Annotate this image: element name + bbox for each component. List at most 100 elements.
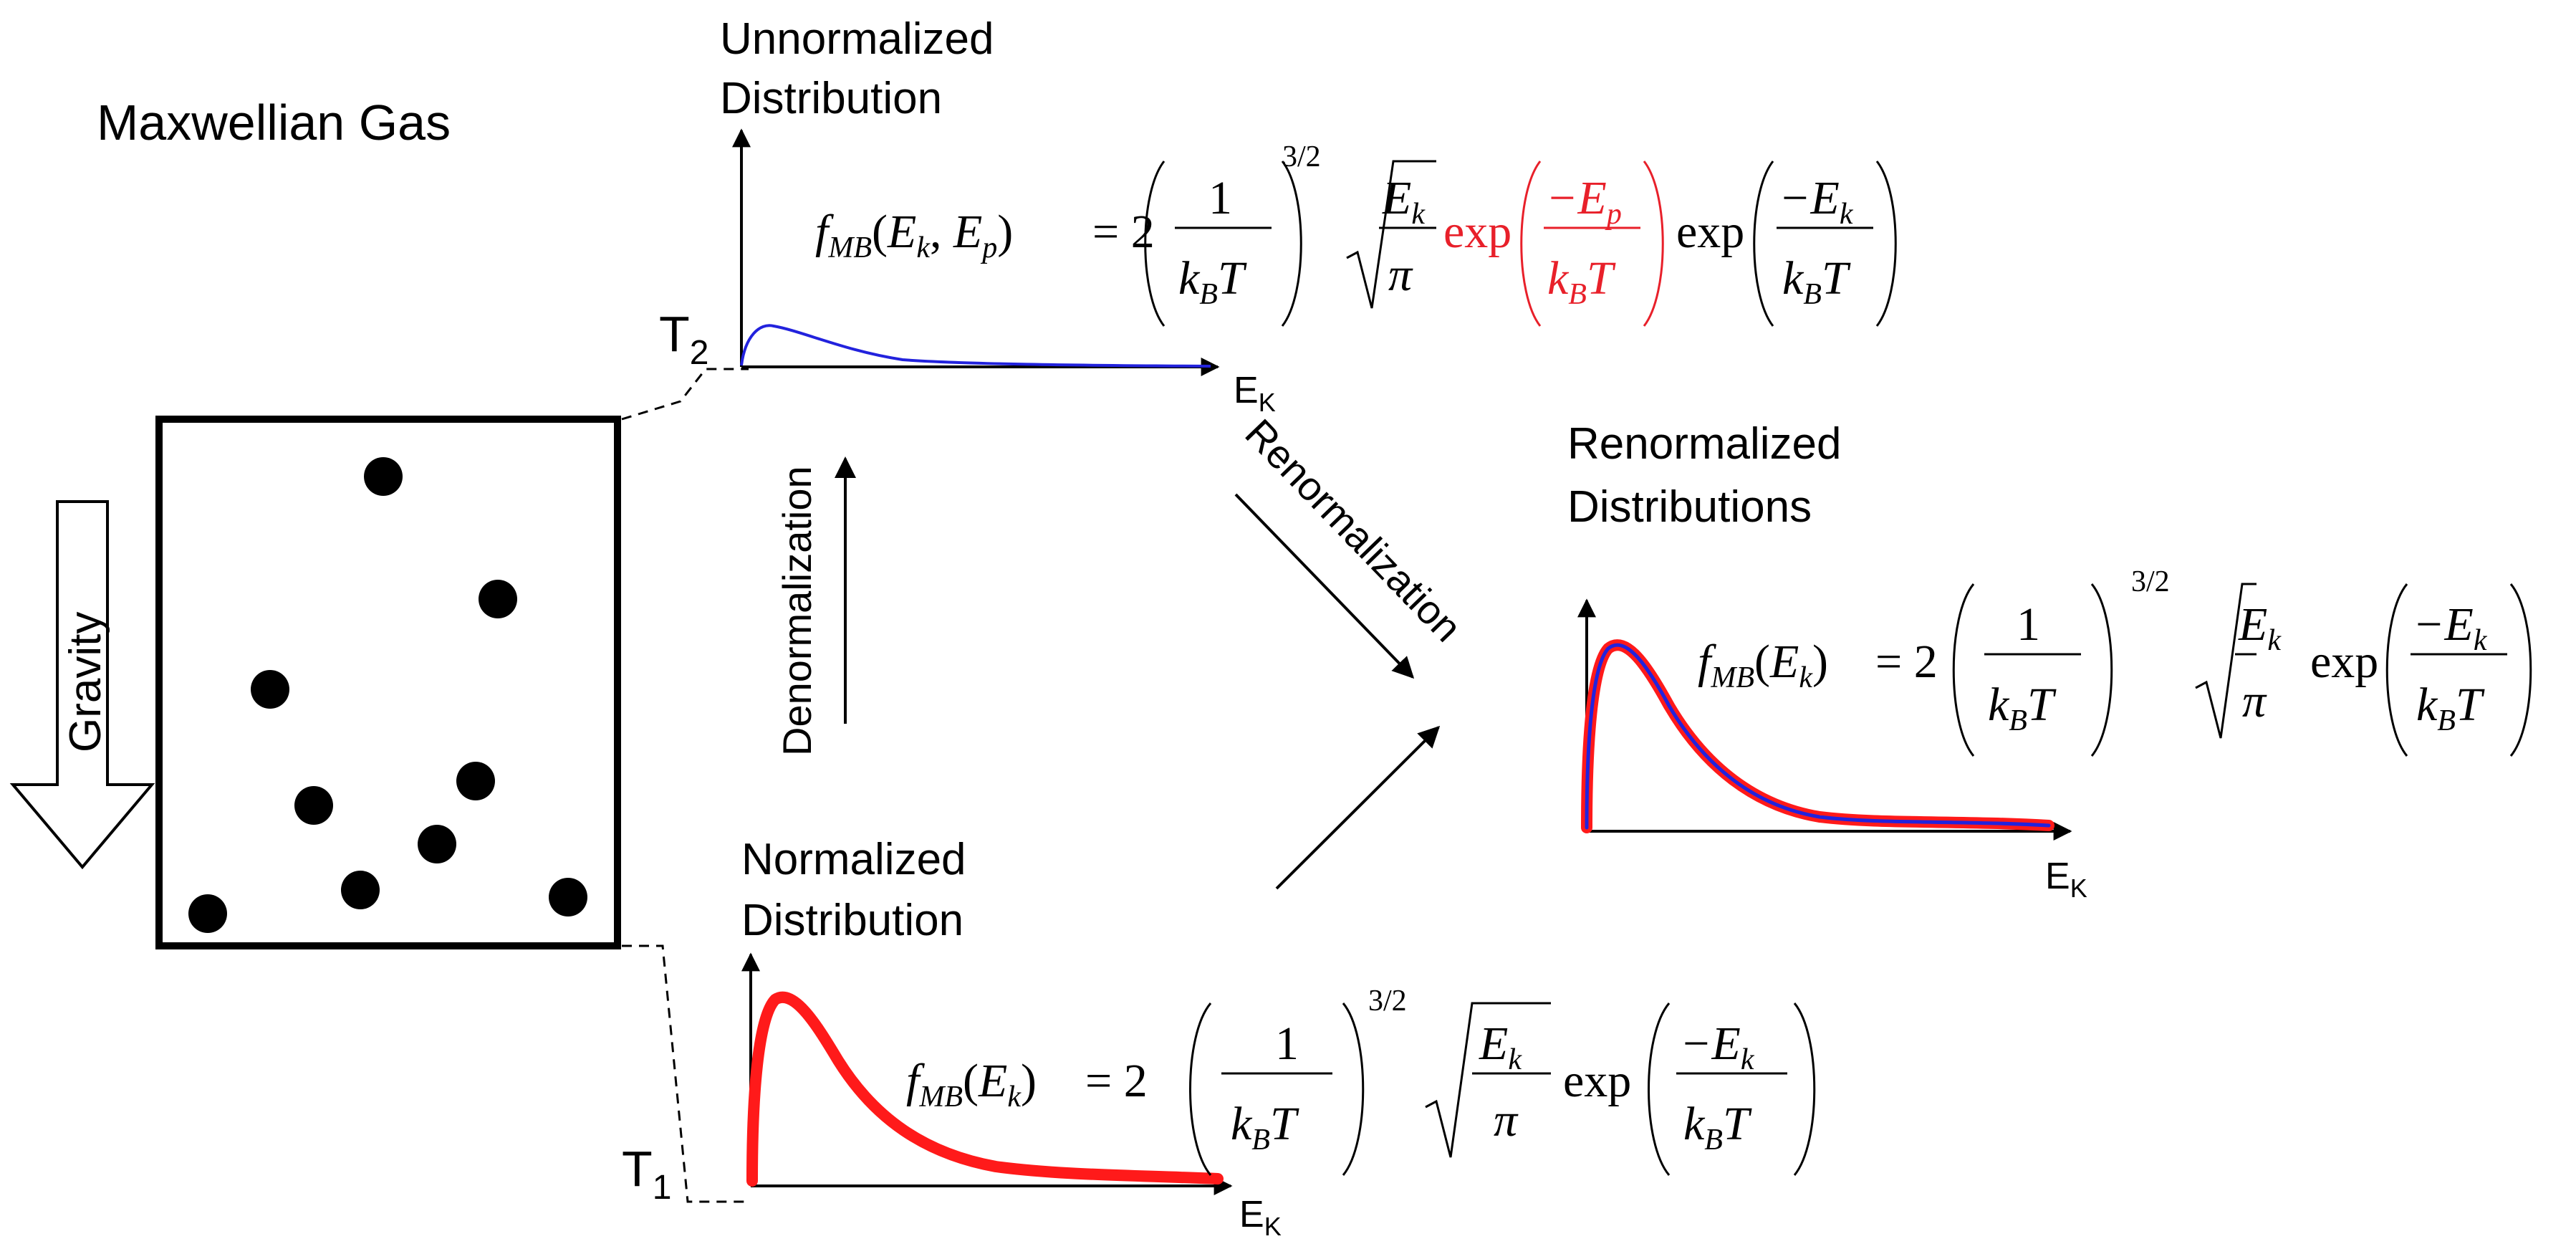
svg-text:Ek: Ek (2238, 598, 2282, 657)
formula-exp-num: −E (2413, 598, 2474, 651)
gas-particle (549, 878, 587, 916)
bottom-dashed-leader (622, 944, 749, 1203)
gas-particle (294, 786, 333, 825)
svg-text:kBT: kBT (1178, 252, 1247, 311)
formula-frac-den: k (1231, 1098, 1253, 1150)
formula-exp-den-tail: T (1723, 1098, 1752, 1150)
formula-frac-den: k (1178, 252, 1201, 305)
formula-frac-num: 1 (1208, 172, 1232, 224)
formula-exp2: exp (1676, 206, 1744, 258)
formula-sqrt-den: π (2242, 675, 2267, 727)
unnormalized-x-label-main: E (1234, 370, 1259, 411)
renormalized-plot: Renormalized Distributions EK fMB(Ek) = … (1567, 419, 2532, 903)
formula-paren-close: ) (1812, 636, 1828, 688)
formula-arg1: E (978, 1055, 1007, 1107)
formula-exp1-den: k (1547, 252, 1570, 305)
formula-exp2-num: −E (1779, 172, 1840, 224)
gas-particle (364, 457, 403, 496)
formula-sqrt-num-sub: k (1508, 1043, 1522, 1076)
gravity-label: Gravity (61, 612, 110, 752)
formula-frac-den-tail: T (1218, 252, 1247, 305)
svg-text:fMB(Ek, Ep): fMB(Ek, Ep) (815, 206, 1013, 264)
formula-frac-num: 1 (2017, 598, 2040, 651)
renormalized-title-line2: Distributions (1567, 482, 1812, 532)
t2-label: T2 (659, 306, 708, 372)
formula-frac-den-sub: B (2009, 704, 2027, 737)
formula-paren: ( (872, 206, 888, 258)
svg-text:kBT: kBT (1231, 1098, 1299, 1157)
svg-text:Ek: Ek (1382, 172, 1426, 231)
svg-text:−Ek: −Ek (2413, 598, 2488, 657)
unnormalized-title-line2: Distribution (720, 74, 942, 123)
formula-exp-den-tail: T (2456, 679, 2485, 731)
gravity-arrow: Gravity (9, 500, 155, 870)
svg-text:Ek: Ek (1479, 1018, 1522, 1076)
formula-equals: = 2 (1092, 206, 1155, 258)
normalized-curve (746, 991, 1224, 1187)
formula-sqrt-num-sub: k (1411, 198, 1426, 231)
formula-paren-close: ) (1021, 1055, 1037, 1107)
formula-sqrt-den: π (1388, 249, 1413, 301)
unnormalized-plot: Unnormalized Distribution EK fMB(Ek, Ep)… (720, 14, 1897, 417)
svg-text:T1: T1 (622, 1141, 671, 1207)
formula-paren-close: ) (997, 206, 1013, 258)
denormalization-arrow: Denormalization (774, 456, 856, 756)
formula-exp1-num-sub: p (1605, 198, 1622, 231)
svg-text:fMB(Ek): fMB(Ek) (1698, 636, 1828, 694)
t2-sub: 2 (690, 334, 709, 372)
unnormalized-title-line1: Unnormalized (720, 14, 994, 64)
normalized-x-label: EK (1239, 1194, 1282, 1241)
formula-exp: exp (2310, 636, 2378, 688)
gas-particle (341, 871, 380, 909)
formula-exp-num: −E (1680, 1018, 1741, 1070)
formula-frac-den-sub: B (1199, 278, 1218, 311)
svg-text:kBT: kBT (1782, 252, 1851, 311)
formula-arg1-sub: k (916, 231, 931, 264)
formula-arg1-sub: k (1799, 661, 1813, 694)
svg-text:kBT: kBT (1683, 1098, 1752, 1157)
gas-particle (456, 762, 495, 800)
formula-f-sub: MB (1710, 661, 1754, 694)
unnormalized-x-label-sub: K (1259, 388, 1276, 417)
formula-frac-num: 1 (1275, 1018, 1299, 1070)
formula-exp2-num-sub: k (1840, 198, 1854, 231)
formula-exp2-den-tail: T (1822, 252, 1851, 305)
formula-exp-num-sub: k (2474, 624, 2488, 657)
formula-exp-den-sub: B (2437, 704, 2456, 737)
unnormalized-formula: fMB(Ek, Ep) = 2 1 kBT 3/2 Ek π exp −Ep (815, 140, 1897, 327)
normalized-to-renormalized-arrow (1275, 725, 1441, 890)
unnormalized-x-label: EK (1234, 370, 1276, 417)
renormalized-x-label: EK (2045, 856, 2087, 903)
formula-frac-den-tail: T (1270, 1098, 1299, 1150)
formula-comma: , (930, 206, 953, 258)
diagram-title: Maxwellian Gas (97, 95, 451, 150)
svg-text:kBT: kBT (1988, 679, 2057, 737)
formula-arg1: E (1769, 636, 1799, 688)
normalized-formula: fMB(Ek) = 2 1 kBT 3/2 Ek π exp −Ek (906, 985, 1816, 1176)
normalized-x-label-main: E (1239, 1194, 1264, 1235)
formula-exp2-den-sub: B (1803, 278, 1822, 311)
gas-particles (188, 457, 587, 933)
svg-text:T2: T2 (659, 306, 708, 372)
svg-text:−Ek: −Ek (1779, 172, 1854, 231)
formula-exp2-den: k (1782, 252, 1804, 305)
gas-particle (418, 825, 456, 863)
formula-exp-num-sub: k (1741, 1043, 1755, 1076)
renormalized-x-label-sub: K (2070, 874, 2087, 903)
formula-exp-den: k (1683, 1098, 1706, 1150)
formula-sqrt-num-sub: k (2267, 624, 2282, 657)
gas-particle (479, 580, 517, 618)
svg-text:−Ek: −Ek (1680, 1018, 1755, 1076)
t1-label: T1 (622, 1141, 671, 1207)
formula-power: 3/2 (2131, 565, 2170, 598)
normalized-title-line1: Normalized (741, 835, 966, 884)
formula-sqrt-num: E (1382, 172, 1411, 224)
renormalization-arrow: Renormalization (1234, 411, 1471, 679)
svg-text:−Ep: −Ep (1546, 172, 1622, 231)
formula-frac-den-tail: T (2027, 679, 2057, 731)
formula-equals: = 2 (1085, 1055, 1148, 1107)
svg-text:kBT: kBT (2416, 679, 2485, 737)
formula-exp1: exp (1443, 206, 1512, 258)
t1-main: T (622, 1141, 653, 1197)
